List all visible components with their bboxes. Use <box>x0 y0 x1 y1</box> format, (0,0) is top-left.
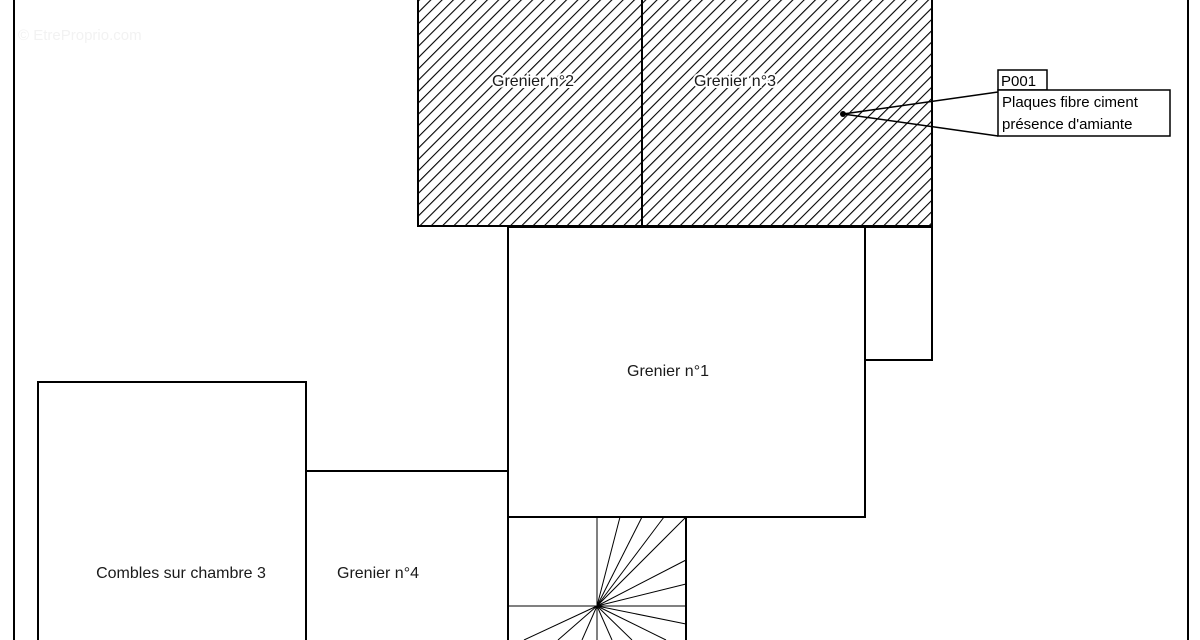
room-label-combles-chambre-3: Combles sur chambre 3 <box>96 565 266 582</box>
callout-code: P001 <box>1001 73 1036 90</box>
room-grenier-3[interactable] <box>641 0 933 227</box>
staircase <box>507 516 687 640</box>
room-grenier-4[interactable] <box>305 470 509 640</box>
stair-step <box>596 605 613 640</box>
stair-step <box>557 605 598 640</box>
room-grenier-1[interactable] <box>507 226 866 518</box>
stair-step <box>596 516 687 607</box>
stair-step <box>596 516 621 607</box>
stair-step <box>596 559 687 607</box>
room-label-grenier-3: Grenier n°3 <box>694 73 776 90</box>
stair-step <box>596 583 687 607</box>
callout-pointer <box>840 91 999 137</box>
stair-step <box>596 516 643 607</box>
stair-step <box>596 605 687 625</box>
asbestos-callout[interactable]: P001 Plaques fibre ciment présence d'ami… <box>997 69 1171 137</box>
room-label-grenier-2: Grenier n°2 <box>492 73 574 90</box>
callout-leader-line <box>842 91 999 115</box>
watermark: © EtreProprio.com <box>18 27 142 44</box>
callout-leader-line <box>842 113 999 137</box>
callout-line-1: Plaques fibre ciment <box>1002 94 1139 111</box>
stair-step <box>596 516 665 607</box>
stair-step <box>596 605 633 640</box>
room-grenier-2[interactable] <box>417 0 643 227</box>
room-label-grenier-4: Grenier n°4 <box>337 565 419 582</box>
stair-step <box>596 605 667 640</box>
stair-step <box>581 605 598 640</box>
room-annex[interactable] <box>864 226 933 361</box>
callout-description-box <box>997 89 1171 137</box>
room-label-grenier-1: Grenier n°1 <box>627 363 709 380</box>
callout-line-2: présence d'amiante <box>1002 116 1132 133</box>
stair-step <box>523 605 598 640</box>
room-combles-chambre-3[interactable] <box>37 381 307 640</box>
